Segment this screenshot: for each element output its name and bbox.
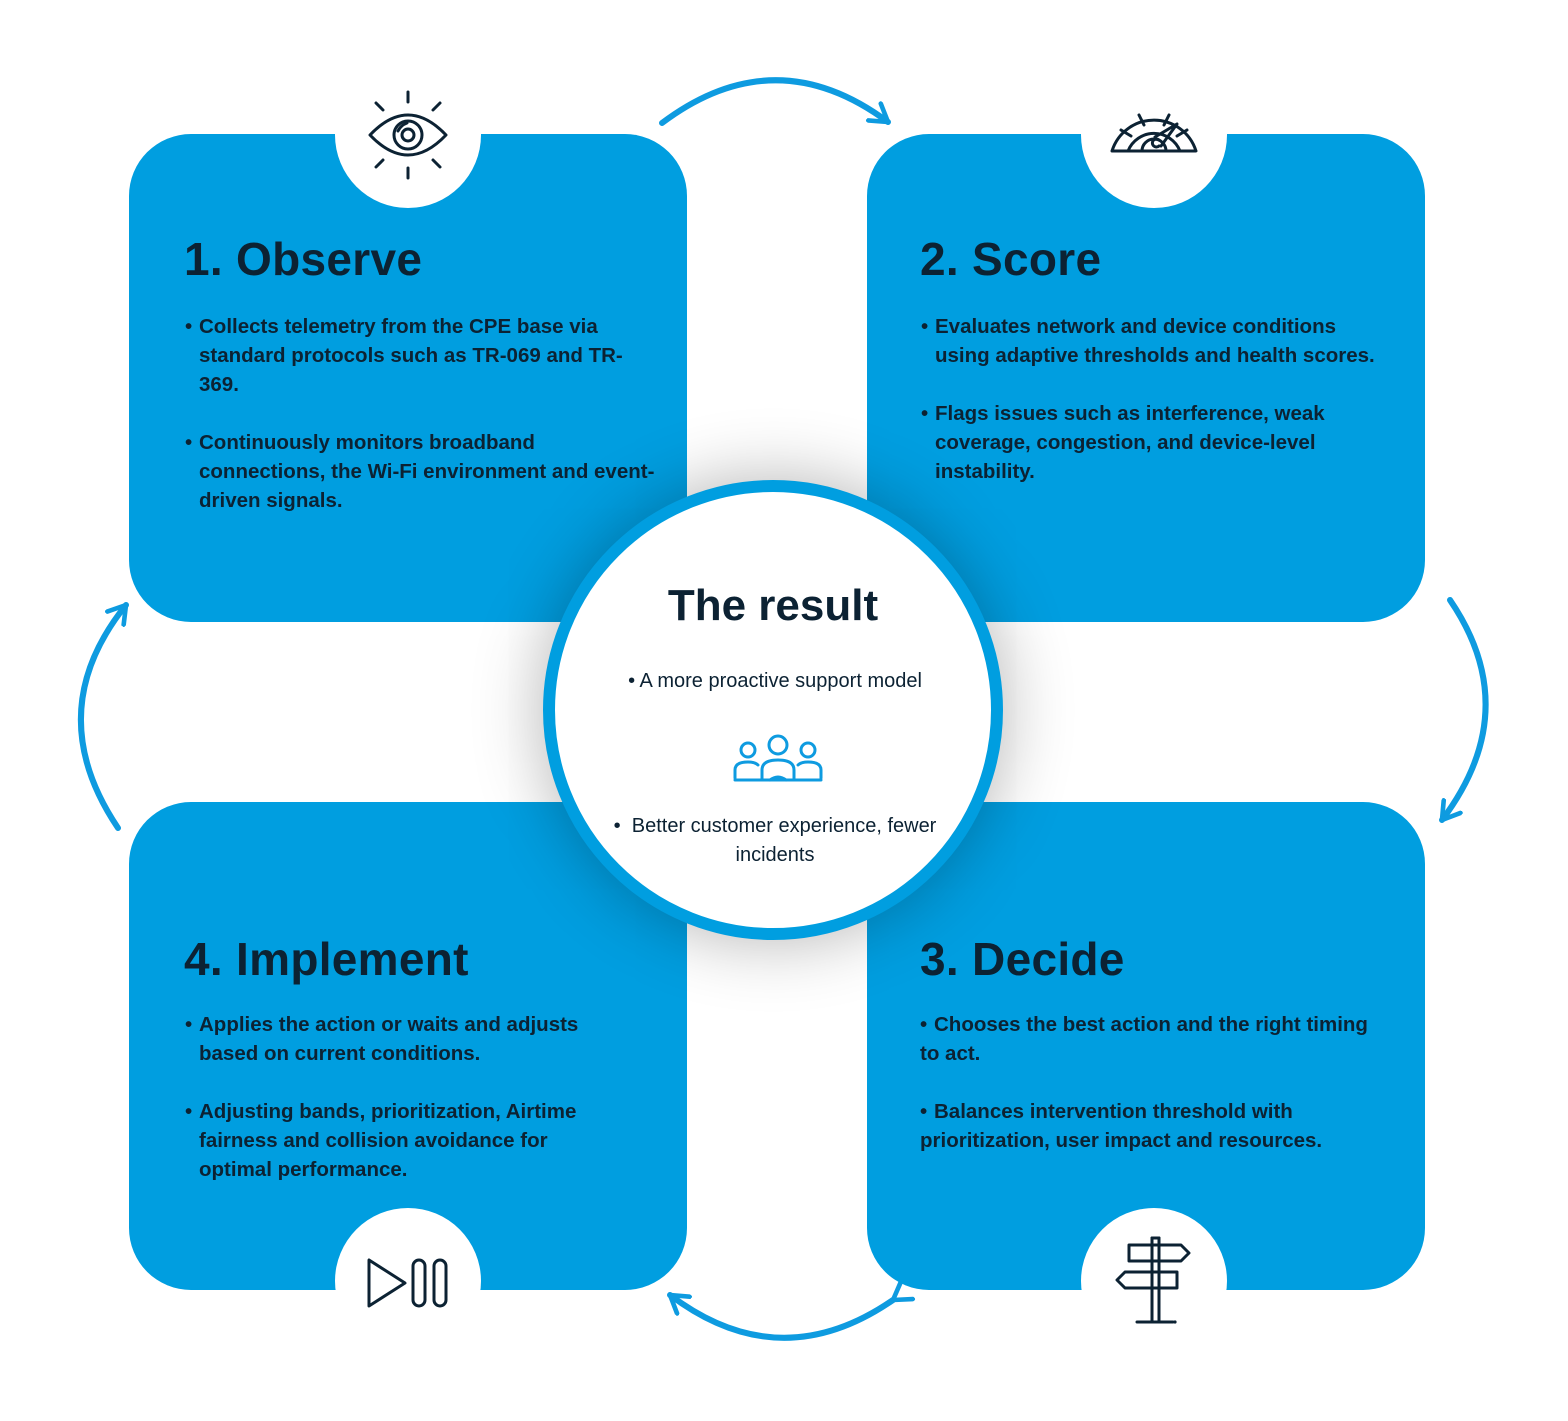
arrow-observe-to-score [659, 77, 891, 126]
bullet-item: Flags issues such as interference, weak … [921, 399, 1391, 486]
bullet-item: Continuously monitors broadband connecti… [185, 428, 655, 515]
result-item: • Better customer experience, fewer inci… [613, 815, 937, 866]
gauge-icon [1110, 113, 1198, 153]
bullet-item: Evaluates network and device conditions … [921, 312, 1391, 370]
result-item: • A more proactive support model [628, 670, 922, 692]
bullet-list: Collects telemetry from the CPE base via… [185, 312, 655, 544]
card-title: 1. Observe [184, 233, 423, 285]
card-score: 2. Score Evaluates network and device co… [867, 134, 1425, 622]
bullet-item: Adjusting bands, prioritization, Airtime… [185, 1097, 625, 1184]
play-pause-icon [367, 1258, 448, 1308]
signpost-icon [1115, 1236, 1191, 1324]
decide-icon-bubble [1081, 1208, 1227, 1354]
card-title: 2. Score [920, 233, 1102, 285]
arrow-score-to-decide [1439, 597, 1489, 823]
bullet-list: Evaluates network and device conditions … [921, 312, 1391, 515]
bullet-item: Chooses the best action and the right ti… [920, 1010, 1380, 1068]
result-title: The result [667, 581, 879, 630]
result-circle: The result • A more proactive support mo… [543, 480, 1003, 940]
bullet-item: Applies the action or waits and adjusts … [185, 1010, 625, 1068]
bullet-list: Chooses the best action and the right ti… [920, 1010, 1380, 1184]
observe-icon-bubble [335, 62, 481, 208]
eye-icon [368, 90, 448, 180]
score-icon-bubble [1081, 62, 1227, 208]
result-item-text: Better customer experience, fewer incide… [631, 815, 937, 866]
card-title: 4. Implement [184, 933, 469, 985]
bullet-list: Applies the action or waits and adjusts … [185, 1010, 625, 1213]
bullet-item: Collects telemetry from the CPE base via… [185, 312, 655, 399]
card-observe: 1. Observe Collects telemetry from the C… [129, 134, 687, 622]
implement-icon-bubble [335, 1208, 481, 1354]
arrow-decide-implement [667, 1295, 893, 1341]
bullet-item: Balances intervention threshold with pri… [920, 1097, 1380, 1155]
people-icon [733, 734, 823, 782]
arrow-implement-to-observe [77, 602, 129, 831]
result-item-text: A more proactive support model [639, 670, 922, 692]
card-implement: 4. Implement Applies the action or waits… [129, 802, 687, 1290]
card-title: 3. Decide [920, 933, 1125, 985]
